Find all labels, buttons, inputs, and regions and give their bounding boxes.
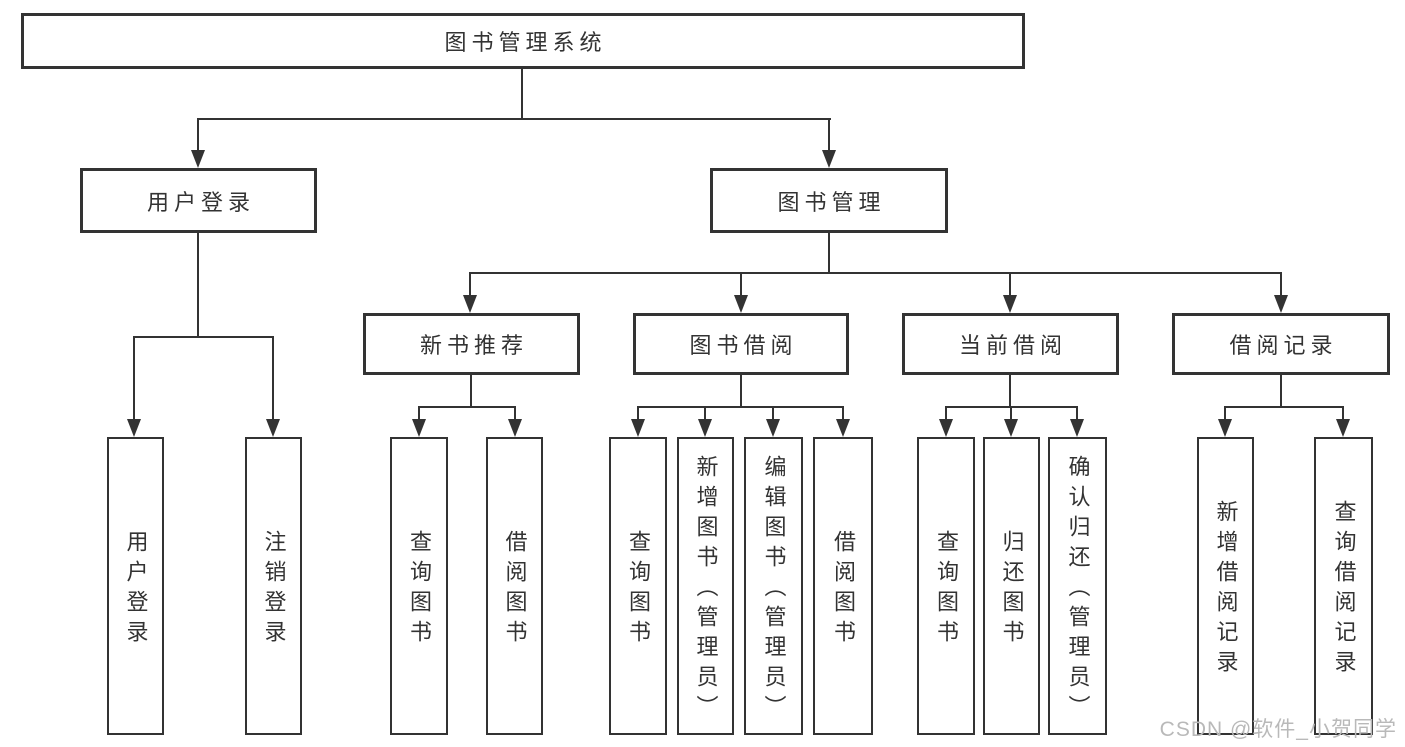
leaf-query-books-2: 查询图书 [609,437,667,735]
leaf-return-books: 归还图书 [983,437,1040,735]
arrow-to-borrowing-records [1274,272,1288,313]
arrow-to-book-management [822,118,836,168]
csdn-watermark: CSDN @软件_小贺同学 [1159,718,1397,741]
leaf-user-login-label: 用户登录 [123,530,149,650]
leaf-borrow-books-1-label: 借阅图书 [502,530,528,650]
leaf-user-login: 用户登录 [107,437,164,735]
node-book-management-label: 图书管理 [777,189,886,215]
node-new-book-recommend: 新书推荐 [363,313,580,375]
leaf-query-books-1-label: 查询图书 [407,530,432,650]
leaf-borrow-books-2-label: 借阅图书 [831,530,856,650]
arrow-to-leaf-confirm-return-admin [1070,406,1084,437]
leaf-query-books-1: 查询图书 [390,437,448,735]
connector-borrowing-records-branch [1224,406,1344,408]
leaf-return-books-label: 归还图书 [999,530,1025,650]
node-user-login: 用户登录 [80,168,317,233]
connector-level3-branch [469,272,1282,274]
arrow-to-leaf-borrow-books-1 [508,406,522,437]
arrow-to-leaf-query-books-3 [939,406,953,437]
leaf-borrow-books-1: 借阅图书 [486,437,543,735]
leaf-add-books-admin-label: 新增图书（管理员） [693,455,719,725]
leaf-confirm-return-admin: 确认归还（管理员） [1048,437,1107,735]
leaf-edit-books-admin: 编辑图书（管理员） [744,437,803,735]
arrow-to-leaf-edit-books-admin [766,406,780,437]
arrow-to-user-login [191,118,205,168]
node-current-borrowing: 当前借阅 [902,313,1119,375]
leaf-add-borrow-record-label: 新增借阅记录 [1213,500,1239,680]
arrow-to-leaf-query-books-2 [631,406,645,437]
leaf-query-books-3-label: 查询图书 [934,530,959,650]
connector-user-login-branch [133,336,274,338]
node-current-borrowing-label: 当前借阅 [958,333,1067,358]
connector-borrowing-records-stem [1280,375,1282,406]
leaf-query-borrow-record: 查询借阅记录 [1314,437,1373,735]
arrow-to-new-book-recommend [463,272,477,313]
node-book-borrowing: 图书借阅 [633,313,849,375]
node-root-label: 图书管理系统 [444,30,607,55]
arrow-to-book-borrowing [734,272,748,313]
leaf-logout: 注销登录 [245,437,302,735]
connector-user-login-stem [197,233,199,336]
node-borrowing-records: 借阅记录 [1172,313,1390,375]
connector-book-borrowing-stem [740,375,742,406]
arrow-to-leaf-add-borrow-record [1218,406,1232,437]
arrow-to-leaf-borrow-books-2 [836,406,850,437]
connector-new-book-recommend-stem [470,375,472,406]
node-user-login-label: 用户登录 [146,189,255,215]
arrow-to-current-borrowing [1003,272,1017,313]
connector-book-management-stem [828,233,830,272]
leaf-add-borrow-record: 新增借阅记录 [1197,437,1254,735]
connector-root-stem [521,69,523,118]
leaf-query-books-3: 查询图书 [917,437,975,735]
connector-current-borrowing-stem [1009,375,1011,406]
connector-level2-branch [197,118,831,120]
leaf-query-borrow-record-label: 查询借阅记录 [1331,500,1357,680]
node-new-book-recommend-label: 新书推荐 [419,333,528,358]
leaf-confirm-return-admin-label: 确认归还（管理员） [1065,455,1091,725]
arrow-to-leaf-logout [266,336,280,437]
connector-book-borrowing-branch [637,406,844,408]
leaf-edit-books-admin-label: 编辑图书（管理员） [761,455,787,725]
arrow-to-leaf-query-books-1 [412,406,426,437]
arrow-to-leaf-add-books-admin [698,406,712,437]
node-root: 图书管理系统 [21,13,1025,69]
node-book-management: 图书管理 [710,168,948,233]
arrow-to-leaf-return-books [1004,406,1018,437]
arrow-to-leaf-user-login [127,336,141,437]
leaf-query-books-2-label: 查询图书 [626,530,651,650]
node-borrowing-records-label: 借阅记录 [1229,333,1338,358]
connector-new-book-recommend-branch [418,406,516,408]
leaf-logout-label: 注销登录 [261,530,287,650]
arrow-to-leaf-query-borrow-record [1336,406,1350,437]
leaf-borrow-books-2: 借阅图书 [813,437,873,735]
leaf-add-books-admin: 新增图书（管理员） [677,437,734,735]
node-book-borrowing-label: 图书借阅 [689,333,798,358]
